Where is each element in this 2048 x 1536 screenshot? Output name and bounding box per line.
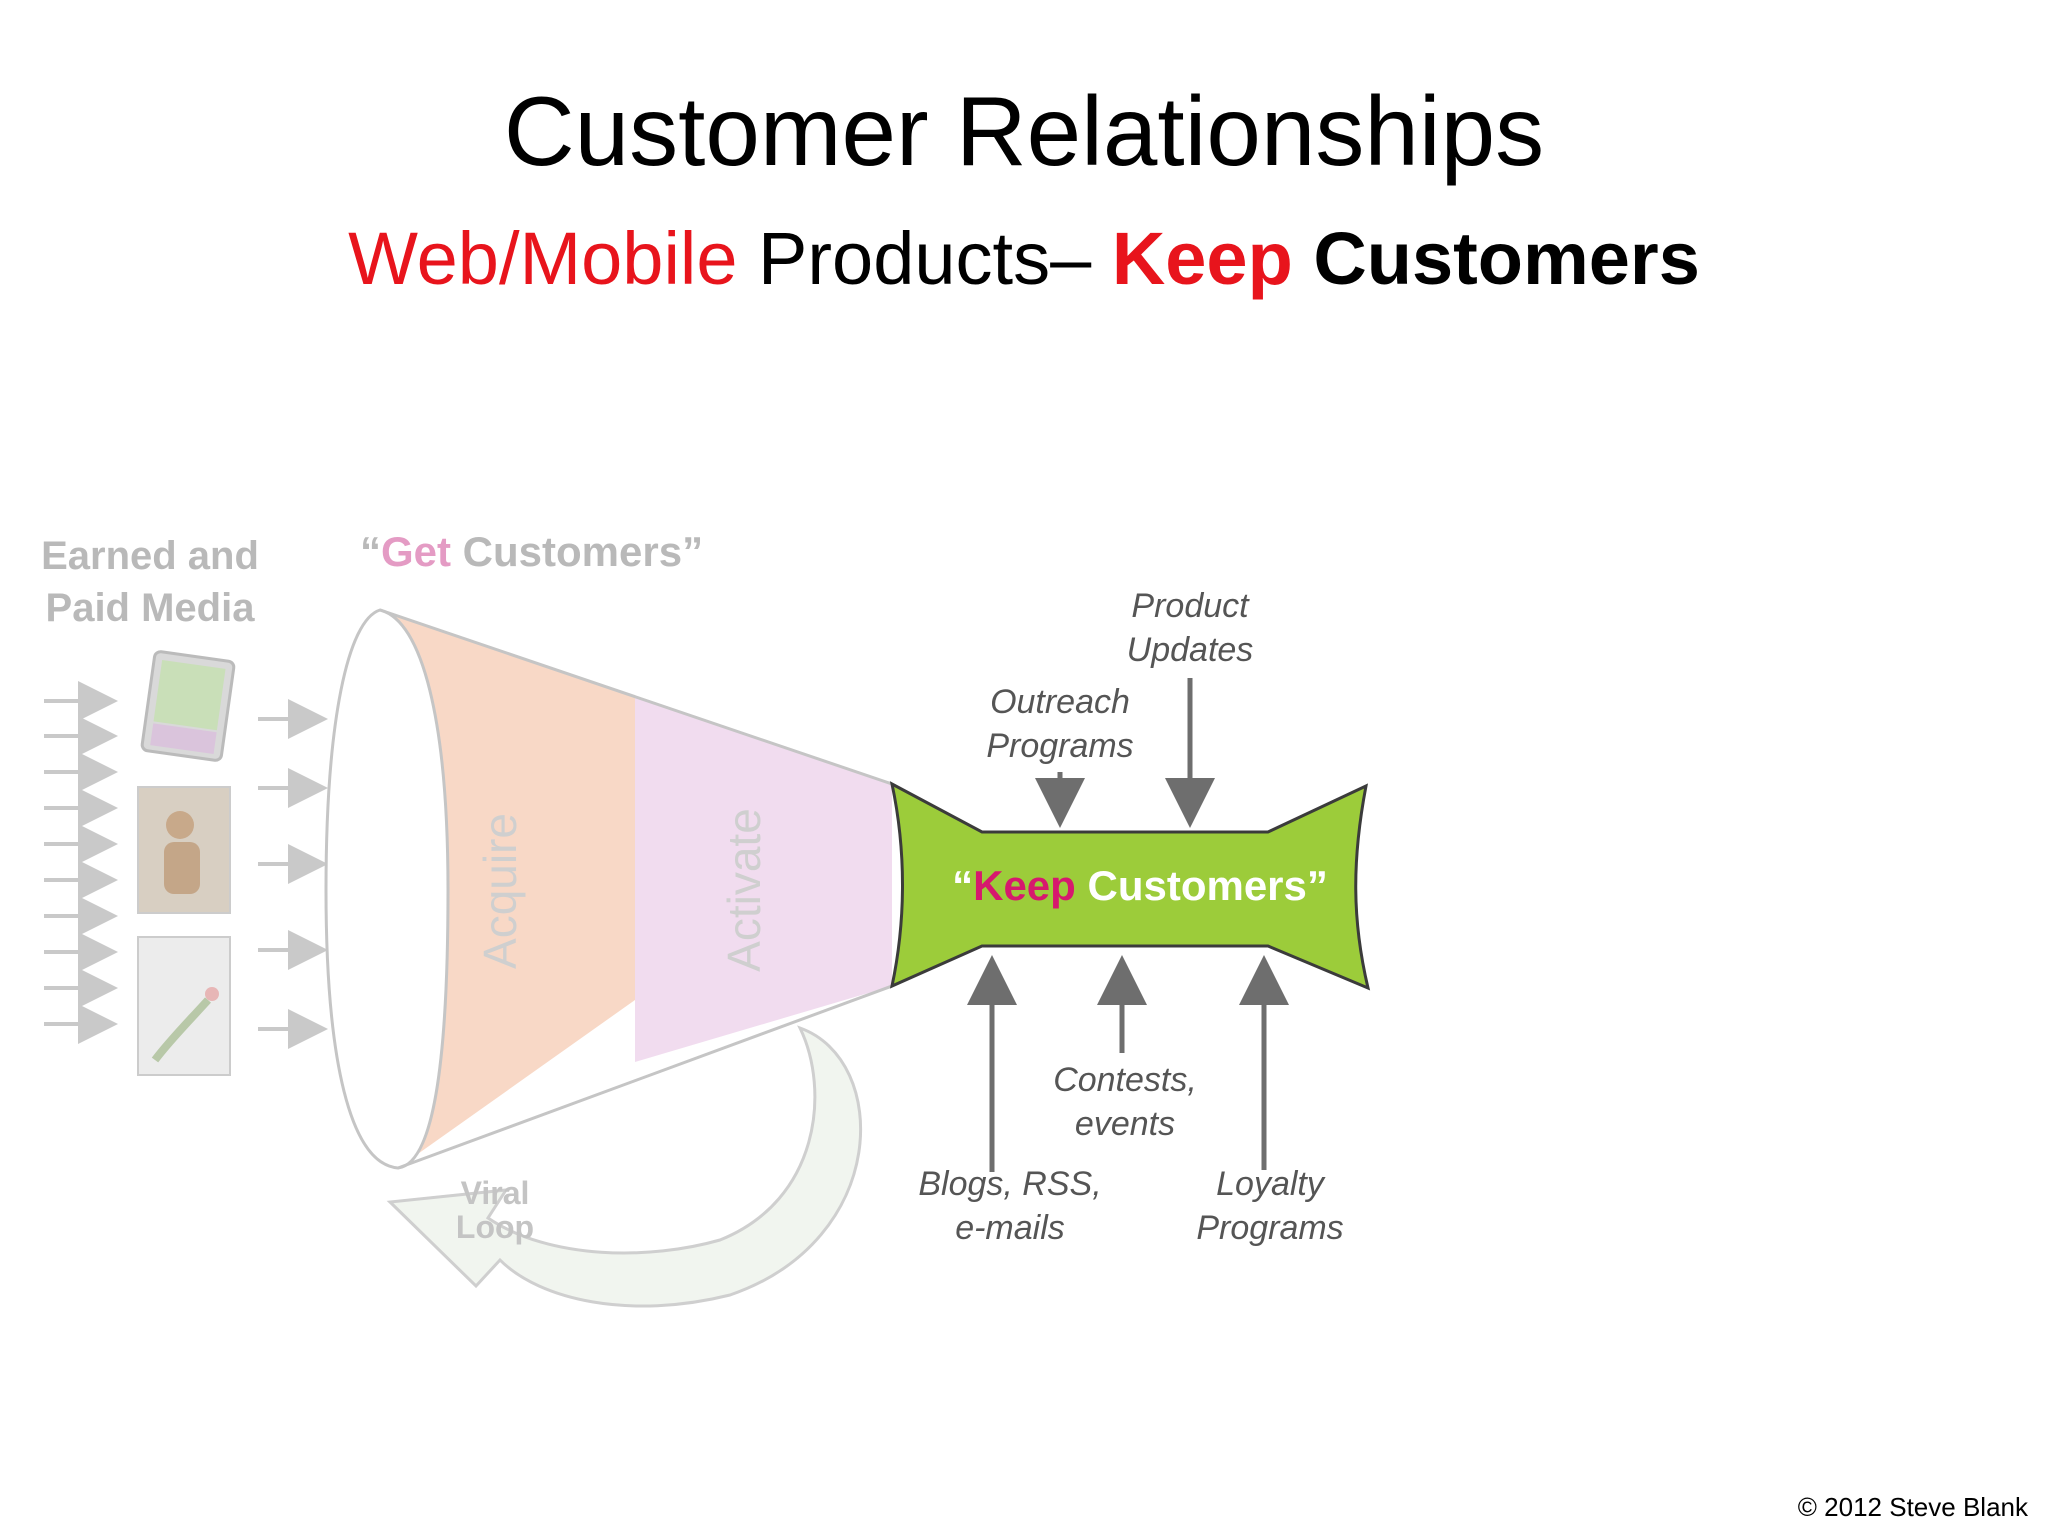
blogs-line1: Blogs, RSS, [918, 1165, 1102, 1203]
subtitle-web-mobile: Web/Mobile [348, 217, 738, 300]
contests-label: Contests, events [1015, 1058, 1235, 1146]
funnel-mouth [324, 608, 450, 1170]
activate-text: Activate [718, 808, 770, 972]
media-label-line2: Paid Media [45, 586, 255, 630]
get-rest: Customers” [451, 528, 704, 575]
copyright-notice: © 2012 Steve Blank [1797, 1492, 2028, 1522]
activate-label: Activate [718, 790, 770, 990]
photo-figure [137, 936, 231, 1076]
keep-customers-shape [889, 781, 1371, 991]
outreach-label: Outreach Programs [950, 680, 1170, 768]
media-label-line1: Earned and [41, 534, 259, 578]
blogs-label: Blogs, RSS, e-mails [890, 1162, 1130, 1250]
outreach-line1: Outreach [990, 683, 1130, 721]
slide-title: Customer Relationships [503, 76, 1545, 186]
viral-loop-line1: Viral [460, 1175, 530, 1211]
subtitle-products: Products– [737, 217, 1112, 300]
loyalty-line2: Programs [1196, 1209, 1344, 1247]
get-highlight: Get [381, 528, 452, 575]
customer-funnel-diagram: Earned and Paid Media “Get Customers” Ac… [30, 500, 1410, 1320]
contests-line2: events [1074, 1105, 1176, 1143]
media-thumbnails [137, 650, 236, 1076]
loyalty-label: Loyalty Programs [1150, 1162, 1390, 1250]
product-updates-label: Product Updates [1080, 584, 1300, 672]
viral-loop-arrow [386, 1025, 862, 1308]
keep-customers-label: “Keep Customers” [910, 860, 1370, 912]
subtitle-customers: Customers [1292, 217, 1700, 300]
acquire-label: Acquire [474, 791, 526, 991]
get-customers-label: “Get Customers” [360, 526, 780, 578]
keep-rest: Customers” [1075, 862, 1328, 909]
subtitle-keep: Keep [1111, 217, 1293, 300]
tablet-icon [140, 650, 236, 762]
product-updates-line2: Updates [1126, 631, 1254, 669]
callout-arrows-up [967, 955, 1289, 1172]
callout-arrows-down [1035, 678, 1215, 828]
loyalty-line1: Loyalty [1216, 1165, 1324, 1203]
slide-subtitle: Web/Mobile Products– Keep Customers [0, 222, 2048, 296]
viral-loop-label: Viral Loop [430, 1176, 560, 1244]
get-open-quote: “ [360, 528, 381, 575]
media-to-funnel-arrows [258, 699, 328, 1049]
incoming-arrows [44, 681, 118, 1044]
media-label: Earned and Paid Media [40, 530, 260, 634]
keep-open-quote: “ [952, 862, 974, 909]
funnel-graphic [44, 608, 1371, 1308]
activate-band [635, 697, 892, 1062]
outreach-line2: Programs [986, 727, 1134, 765]
acquire-text: Acquire [474, 813, 526, 969]
contests-line1: Contests, [1053, 1061, 1197, 1099]
product-updates-line1: Product [1131, 587, 1249, 625]
viral-loop-line2: Loop [455, 1209, 535, 1245]
blogs-line2: e-mails [955, 1209, 1065, 1247]
keep-highlight: Keep [973, 862, 1076, 909]
